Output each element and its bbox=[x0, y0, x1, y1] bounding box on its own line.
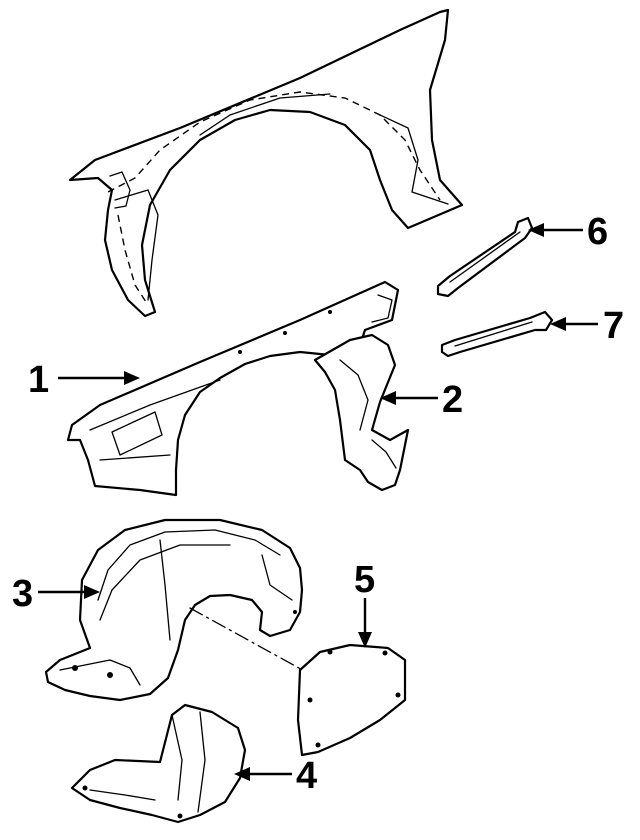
fender-liner-icon bbox=[44, 518, 304, 702]
callout-1: 1 bbox=[28, 359, 49, 401]
leader-5 bbox=[358, 598, 372, 648]
callout-6: 6 bbox=[587, 211, 608, 253]
callout-7: 7 bbox=[603, 305, 624, 347]
liner-patch-icon bbox=[296, 643, 407, 757]
callout-4: 4 bbox=[296, 755, 317, 797]
fender-panel-icon bbox=[66, 280, 410, 497]
leader-6 bbox=[528, 223, 583, 237]
leader-4 bbox=[234, 767, 292, 781]
callout-5: 5 bbox=[354, 559, 375, 601]
leader-3 bbox=[38, 585, 100, 599]
callout-2: 2 bbox=[442, 379, 463, 421]
brace-upper-icon bbox=[436, 216, 534, 298]
leader-1 bbox=[58, 371, 140, 385]
callout-3: 3 bbox=[12, 573, 33, 615]
leader-2 bbox=[380, 391, 438, 405]
leader-7 bbox=[550, 317, 598, 331]
splash-shield-icon bbox=[70, 703, 247, 824]
fender-outer-icon bbox=[68, 8, 464, 318]
brace-lower-icon bbox=[440, 310, 554, 358]
